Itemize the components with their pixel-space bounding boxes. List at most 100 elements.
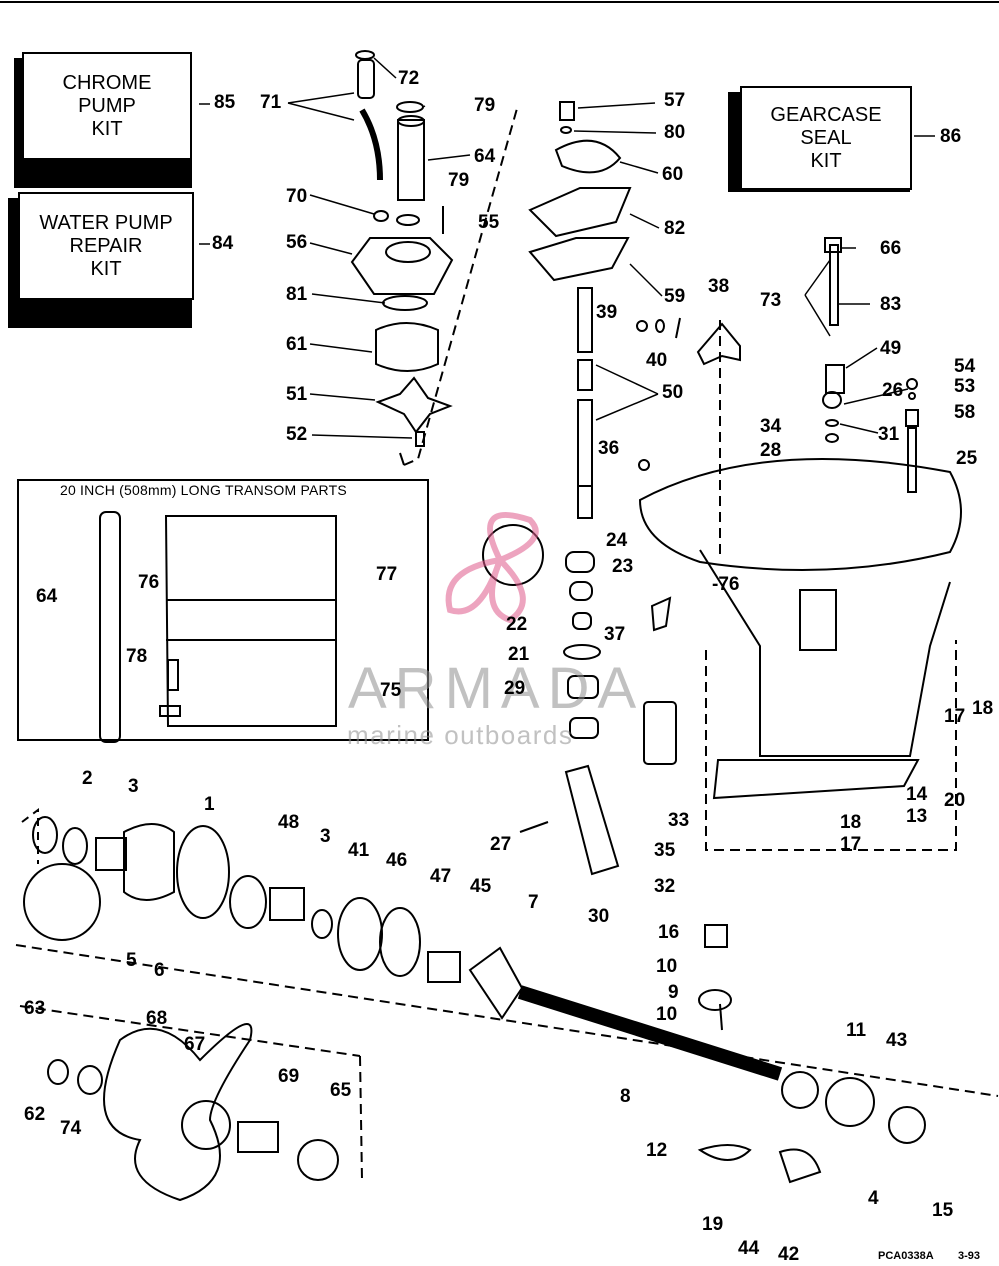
drawing-code: PCA0338A [878, 1250, 934, 1262]
chrome-pump-kit-box: CHROME PUMP KIT [22, 52, 192, 160]
callout-8: 8 [620, 1086, 631, 1107]
callout-76b: -76 [712, 574, 740, 595]
callout-35: 35 [654, 840, 676, 861]
callout-2: 2 [82, 768, 93, 789]
callout-18: 18 [972, 698, 994, 719]
callout-4: 4 [868, 1188, 879, 1209]
callout-3: 3 [128, 776, 139, 797]
callout-75: 75 [380, 680, 402, 701]
callout-9: 9 [668, 982, 679, 1003]
callout-7: 7 [528, 892, 539, 913]
callout-64: 64 [474, 146, 496, 167]
callout-55: 55 [478, 212, 500, 233]
callout-16: 16 [658, 922, 680, 943]
callout-15: 15 [932, 1200, 954, 1221]
callout-66: 66 [880, 238, 902, 259]
callout-56: 56 [286, 232, 308, 253]
callout-49: 49 [880, 338, 902, 359]
callout-74: 74 [60, 1118, 82, 1139]
callout-23: 23 [612, 556, 634, 577]
callout-21: 21 [508, 644, 530, 665]
callout-47: 47 [430, 866, 452, 887]
callout-62: 62 [24, 1104, 46, 1125]
callout-58: 58 [954, 402, 976, 423]
chrome-pump-kit-line-1: CHROME [62, 71, 152, 94]
callout-44: 44 [738, 1238, 760, 1259]
callout-57: 57 [664, 90, 686, 111]
callout-24: 24 [606, 530, 628, 551]
callout-79b: 79 [448, 170, 470, 191]
callout-28: 28 [760, 440, 782, 461]
callout-17b: 17 [840, 834, 862, 855]
callout-41: 41 [348, 840, 370, 861]
gearcase-kit-number: 86 [940, 126, 962, 147]
callout-1: 1 [204, 794, 215, 815]
water-pump-kit-line-1: WATER PUMP [39, 211, 173, 234]
callout-77: 77 [376, 564, 398, 585]
callout-80: 80 [664, 122, 686, 143]
water-pump-kit-number: 84 [212, 233, 234, 254]
gearcase-kit-line-2: SEAL [800, 126, 852, 149]
callout-14: 14 [906, 784, 928, 805]
callout-81: 81 [286, 284, 308, 305]
callout-43: 43 [886, 1030, 908, 1051]
callout-3b: 3 [320, 826, 331, 847]
propeller-parts [47, 1023, 339, 1202]
callout-67: 67 [184, 1034, 206, 1055]
callout-54: 54 [954, 356, 976, 377]
callout-25: 25 [956, 448, 978, 469]
chrome-pump-kit-line-3: KIT [91, 117, 123, 140]
callout-61: 61 [286, 334, 308, 355]
callout-68: 68 [146, 1008, 168, 1029]
callout-82: 82 [664, 218, 686, 239]
watermark-brand: ARMADA [348, 656, 645, 721]
callout-59: 59 [664, 286, 686, 307]
drawing-date: 3-93 [958, 1250, 981, 1262]
callout-10b: 10 [656, 1004, 678, 1025]
chrome-pump-kit-number: 85 [214, 92, 236, 113]
callout-40: 40 [646, 350, 668, 371]
callout-18b: 18 [840, 812, 862, 833]
callout-20: 20 [944, 790, 966, 811]
water-pump-kit-line-3: KIT [90, 257, 122, 280]
callout-51: 51 [286, 384, 308, 405]
callout-30: 30 [588, 906, 610, 927]
inset-frame [17, 479, 429, 741]
callout-27: 27 [490, 834, 512, 855]
callout-63: 63 [24, 998, 46, 1019]
callout-42: 42 [778, 1244, 800, 1265]
callout-33: 33 [668, 810, 690, 831]
callout-78: 78 [126, 646, 148, 667]
callout-48: 48 [278, 812, 300, 833]
callout-76: 76 [138, 572, 160, 593]
callout-5: 5 [126, 950, 137, 971]
callout-65: 65 [330, 1080, 352, 1101]
callout-71: 71 [260, 92, 282, 113]
pump-housing-parts [350, 50, 454, 447]
callout-72: 72 [398, 68, 420, 89]
callout-11: 11 [846, 1020, 867, 1041]
water-pump-kit-line-2: REPAIR [69, 234, 143, 257]
callout-60: 60 [662, 164, 684, 185]
watermark-tagline: marine outboards [347, 720, 574, 750]
callout-34: 34 [760, 416, 782, 437]
long-transom-parts [99, 511, 337, 743]
callout-70: 70 [286, 186, 308, 207]
callout-17: 17 [944, 706, 966, 727]
callout-79: 79 [474, 95, 496, 116]
callout-37: 37 [604, 624, 626, 645]
chrome-pump-kit-line-2: PUMP [78, 94, 136, 117]
callout-19: 19 [702, 1214, 724, 1235]
callout-73: 73 [760, 290, 782, 311]
callout-6: 6 [154, 960, 165, 981]
gear-assembly-parts [21, 808, 926, 1184]
callout-10: 10 [656, 956, 678, 977]
callout-39: 39 [596, 302, 618, 323]
callout-46: 46 [386, 850, 408, 871]
callout-38: 38 [708, 276, 730, 297]
callout-32: 32 [654, 876, 676, 897]
callout-45: 45 [470, 876, 492, 897]
callout-36: 36 [598, 438, 620, 459]
gearcase-kit-line-1: GEARCASE [770, 103, 882, 126]
